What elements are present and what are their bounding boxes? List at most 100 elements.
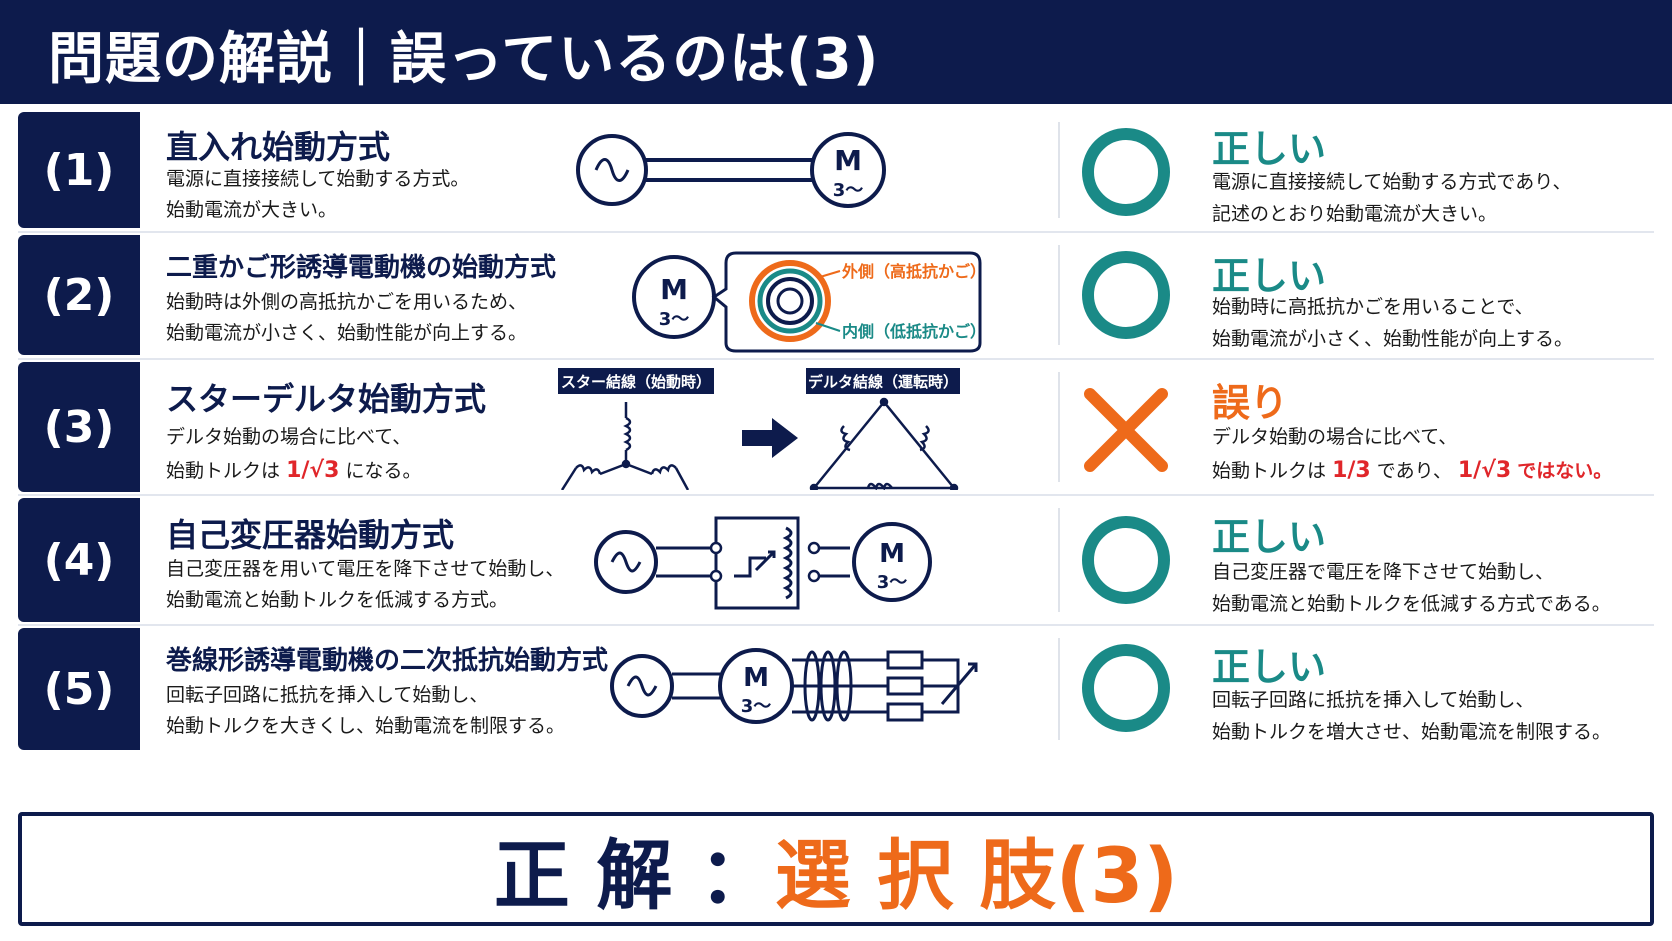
star-connection-icon [560, 402, 690, 490]
rotor-cross-section-icon [749, 260, 831, 342]
verdict-label: 正しい [1212, 254, 1327, 298]
verdict-line: 電源に直接接続して始動する方式であり、 [1212, 171, 1572, 193]
description-line: 始動トルクを大きくし、始動電流を制限する。 [166, 715, 566, 737]
option-description: 回転子回路に抵抗を挿入して始動し、 始動トルクを大きくし、始動電流を制限する。 [166, 680, 565, 742]
motor-label: M [834, 144, 862, 177]
verdict-line: 始動トルクを増大させ、始動電流を制限する。 [1212, 721, 1612, 743]
verdict-line: 始動トルクは 1/3 であり、 1/√3 ではない。 [1212, 454, 1612, 488]
option-number: (2) [18, 235, 140, 355]
description-line: 自己変圧器を用いて電圧を降下させて始動し、 [166, 558, 565, 580]
option-title: スターデルタ始動方式 [166, 380, 487, 418]
answer-prefix: 正 解 ： [493, 831, 775, 920]
secondary-resistance-diagram: M 3〜 [610, 648, 978, 724]
verdict-line: 始動時に高抵抗かごを用いることで、 [1212, 296, 1534, 318]
verdict-line: 記述のとおり始動電流が大きい。 [1212, 203, 1498, 225]
motor-sublabel: 3〜 [741, 696, 772, 717]
option-title: 自己変圧器始動方式 [166, 516, 455, 554]
description-text: になる。 [345, 460, 422, 482]
delta-connection-icon [809, 397, 959, 490]
option-number: (4) [18, 498, 140, 622]
description-line: 始動トルクは 1/√3 になる。 [166, 454, 421, 488]
star-delta-diagram: スター結線（始動時） デルタ結線（運転時） [558, 368, 960, 490]
header-bar: 問題の解説｜誤っているのは(3) [0, 0, 1672, 104]
option-row-2: (2) 二重かご形誘導電動機の始動方式 始動時は外側の高抵抗かごを用いるため、 … [18, 235, 1654, 355]
circle-mark-icon [1082, 644, 1170, 732]
description-line: 始動電流が大きい。 [166, 199, 338, 221]
delta-label: デルタ結線（運転時） [808, 373, 958, 391]
direct-start-diagram: M 3〜 [576, 132, 886, 208]
motor-sublabel: 3〜 [833, 180, 864, 201]
callout-bubble [711, 251, 982, 353]
description-line: 電源に直接接続して始動する方式。 [166, 168, 470, 190]
answer-choice: 選 択 肢(3) [774, 831, 1179, 920]
option-title: 直入れ始動方式 [166, 128, 391, 166]
motor-label: M [743, 663, 769, 693]
option-number: (5) [18, 628, 140, 750]
option-row-4: (4) 自己変圧器始動方式 自己変圧器を用いて電圧を降下させて始動し、 始動電流… [18, 498, 1654, 622]
row-separator [18, 494, 1654, 496]
option-row-1: (1) 直入れ始動方式 電源に直接接続して始動する方式。 始動電流が大きい。 M… [18, 112, 1654, 228]
verdict-text: 始動トルクは [1212, 460, 1327, 482]
ac-source-icon [576, 134, 648, 206]
option-number: (3) [18, 362, 140, 492]
description-line: 始動時は外側の高抵抗かごを用いるため、 [166, 291, 528, 313]
description-line: 始動電流と始動トルクを低減する方式。 [166, 589, 509, 611]
option-title: 二重かご形誘導電動機の始動方式 [166, 253, 557, 283]
option-description: 電源に直接接続して始動する方式。 始動電流が大きい。 [166, 164, 469, 226]
row-separator [18, 624, 1654, 626]
column-divider [1058, 245, 1060, 345]
row-separator [18, 358, 1654, 360]
motor-icon: M 3〜 [718, 648, 794, 724]
verdict-label: 誤り [1212, 381, 1289, 425]
motor-icon: M 3〜 [852, 522, 932, 602]
star-label: スター結線（始動時） [561, 373, 711, 391]
motor-sublabel: 3〜 [877, 572, 908, 593]
circle-mark-icon [1082, 128, 1170, 216]
description-line: デルタ始動の場合に比べて、 [166, 426, 412, 448]
option-description: 自己変圧器を用いて電圧を降下させて始動し、 始動電流と始動トルクを低減する方式。 [166, 554, 564, 616]
verdict-label: 正しい [1212, 515, 1327, 559]
verdict-text: であり、 [1376, 460, 1452, 482]
motor-icon: M 3〜 [632, 255, 716, 339]
answer-box: 正 解 ： 選 択 肢(3) [18, 812, 1654, 926]
ac-source-icon [594, 530, 658, 594]
ac-source-icon [610, 654, 674, 718]
motor-label: M [660, 273, 688, 306]
column-divider [1058, 638, 1060, 740]
circle-mark-icon [1082, 251, 1170, 339]
correct-torque-value: 1/3 [1332, 458, 1371, 483]
description-line: 回転子回路に抵抗を挿入して始動し、 [166, 684, 489, 706]
column-divider [1058, 122, 1060, 218]
verdict-label: 正しい [1212, 127, 1327, 171]
verdict-description: 電源に直接接続して始動する方式であり、 記述のとおり始動電流が大きい。 [1212, 166, 1571, 230]
delta-label-box [806, 368, 960, 394]
verdict-description: 始動時に高抵抗かごを用いることで、 始動電流が小さく、始動性能が向上する。 [1212, 291, 1573, 355]
inner-cage-label: 内側（低抵抗かご） [842, 322, 986, 341]
outer-cage-label: 外側（高抵抗かご） [841, 262, 986, 281]
description-line: 始動電流が小さく、始動性能が向上する。 [166, 322, 528, 344]
verdict-label: 正しい [1212, 645, 1327, 689]
answer-text: 正 解 ： 選 択 肢(3) [22, 816, 1650, 922]
verdict-description: デルタ始動の場合に比べて、 始動トルクは 1/3 であり、 1/√3 ではない。 [1212, 420, 1612, 488]
verdict-line: 始動電流が小さく、始動性能が向上する。 [1212, 328, 1574, 350]
motor-sublabel: 3〜 [659, 309, 690, 330]
option-description: 始動時は外側の高抵抗かごを用いるため、 始動電流が小さく、始動性能が向上する。 [166, 287, 527, 349]
verdict-line: 自己変圧器で電圧を降下させて始動し、 [1212, 561, 1555, 583]
verdict-line: 回転子回路に抵抗を挿入して始動し、 [1212, 689, 1535, 711]
right-arrow-icon [742, 418, 798, 458]
double-cage-diagram: M 3〜 外側（高抵抗かご） 内側（低抵抗かご） [632, 251, 986, 353]
verdict-description: 回転子回路に抵抗を挿入して始動し、 始動トルクを増大させ、始動電流を制限する。 [1212, 684, 1611, 748]
motor-label: M [879, 539, 905, 569]
option-number: (1) [18, 112, 140, 228]
verdict-emphasis: ではない。 [1517, 460, 1613, 482]
star-label-box [558, 368, 714, 394]
option-row-3: (3) スターデルタ始動方式 デルタ始動の場合に比べて、 始動トルクは 1/√3… [18, 362, 1654, 492]
column-divider [1058, 372, 1060, 482]
description-text: 始動トルクは [166, 460, 281, 482]
circle-mark-icon [1082, 516, 1170, 604]
column-divider [1058, 508, 1060, 612]
wrong-torque-value: 1/√3 [1457, 458, 1512, 483]
option-row-5: (5) 巻線形誘導電動機の二次抵抗始動方式 回転子回路に抵抗を挿入して始動し、 … [18, 628, 1654, 750]
cross-mark-icon [1084, 388, 1168, 472]
verdict-description: 自己変圧器で電圧を降下させて始動し、 始動電流と始動トルクを低減する方式である。 [1212, 556, 1611, 620]
